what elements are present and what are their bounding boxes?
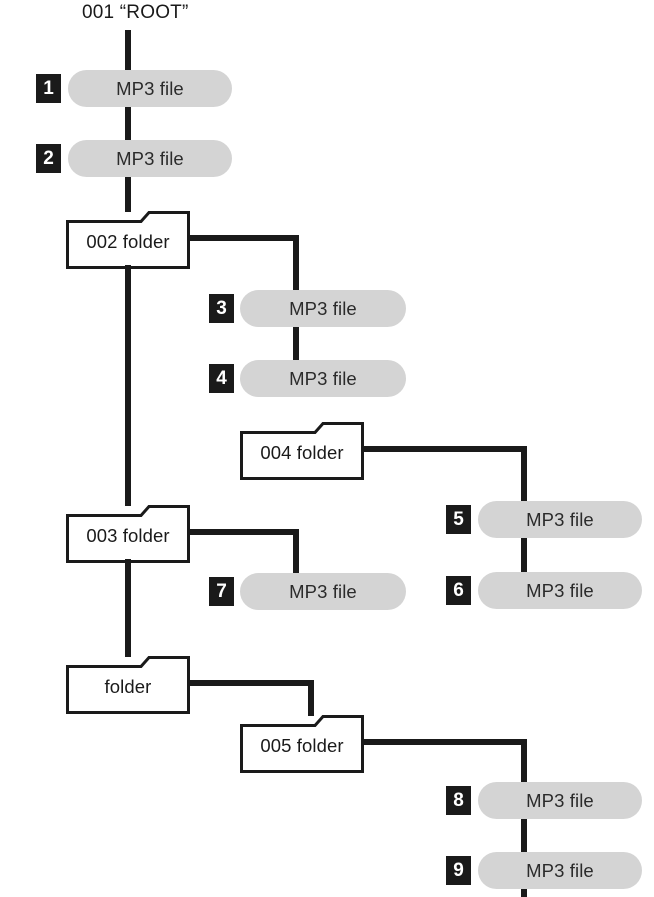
mp3-file-9[interactable]: MP3 file — [478, 852, 642, 889]
badge-9: 9 — [446, 856, 471, 885]
root-label: 001 “ROOT” — [82, 2, 189, 23]
connector-005-branch-h — [362, 739, 527, 745]
badge-6: 6 — [446, 576, 471, 605]
badge-4: 4 — [209, 364, 234, 393]
folder-shape-icon — [66, 505, 190, 563]
connector-folder-branch-v — [308, 680, 314, 716]
connector-003-branch-v — [293, 529, 299, 579]
mp3-file-2[interactable]: MP3 file — [68, 140, 232, 177]
connector-004-branch-h — [362, 446, 527, 452]
folder-004-label: 004 folder — [260, 442, 344, 463]
mp3-file-7[interactable]: MP3 file — [240, 573, 406, 610]
folder-unnamed[interactable]: folder — [66, 654, 190, 714]
folder-unnamed-label: folder — [104, 676, 152, 697]
connector-003-branch-h — [188, 529, 299, 535]
folder-002[interactable]: 002 folder — [66, 209, 190, 269]
badge-3: 3 — [209, 294, 234, 323]
folder-004[interactable]: 004 folder — [240, 420, 364, 480]
connector-002-branch-h — [188, 235, 299, 241]
folder-shape-icon — [66, 211, 190, 269]
badge-7: 7 — [209, 577, 234, 606]
badge-5: 5 — [446, 505, 471, 534]
folder-003-label: 003 folder — [86, 525, 170, 546]
folder-shape-icon — [240, 422, 364, 480]
folder-005-label: 005 folder — [260, 735, 344, 756]
badge-1: 1 — [36, 74, 61, 103]
badge-2: 2 — [36, 144, 61, 173]
folder-002-label: 002 folder — [86, 231, 170, 252]
connector-002-to-003 — [125, 265, 131, 506]
mp3-file-6[interactable]: MP3 file — [478, 572, 642, 609]
mp3-file-5[interactable]: MP3 file — [478, 501, 642, 538]
mp3-file-4[interactable]: MP3 file — [240, 360, 406, 397]
mp3-file-3[interactable]: MP3 file — [240, 290, 406, 327]
folder-005[interactable]: 005 folder — [240, 713, 364, 773]
folder-003[interactable]: 003 folder — [66, 503, 190, 563]
connector-root-trunk — [125, 30, 131, 212]
mp3-file-1[interactable]: MP3 file — [68, 70, 232, 107]
folder-shape-icon — [240, 715, 364, 773]
connector-folder-branch-h — [188, 680, 314, 686]
folder-shape-icon — [66, 656, 190, 714]
connector-003-to-folder — [125, 559, 131, 657]
badge-8: 8 — [446, 786, 471, 815]
mp3-file-8[interactable]: MP3 file — [478, 782, 642, 819]
